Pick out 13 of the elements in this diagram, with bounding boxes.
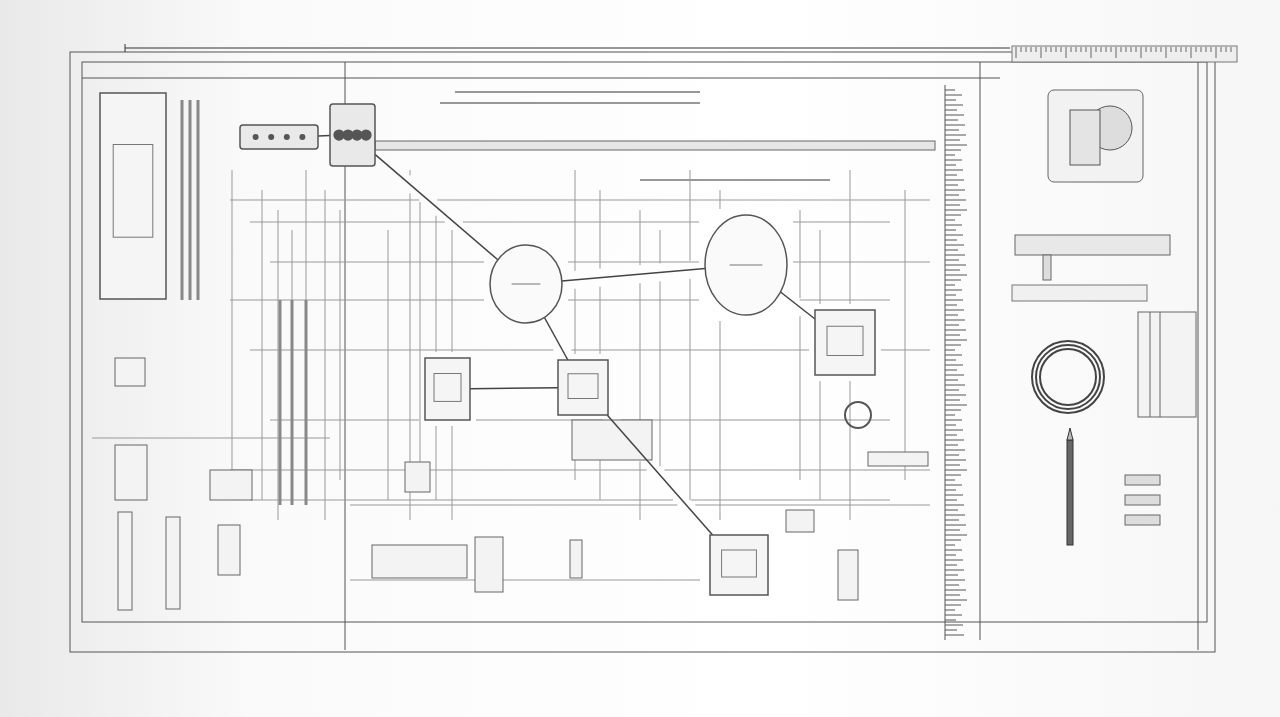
vessel-circle bbox=[705, 215, 787, 315]
terminal-block-drawing bbox=[240, 125, 318, 149]
valve-assembly-drawing bbox=[330, 104, 375, 166]
control-unit-box bbox=[815, 310, 875, 375]
pipe-connector bbox=[779, 291, 816, 320]
switch-box bbox=[710, 535, 768, 595]
junction-box bbox=[558, 360, 608, 415]
tank-circle bbox=[490, 245, 562, 323]
pipe-connector bbox=[606, 414, 714, 536]
pipe-connector bbox=[543, 316, 569, 361]
control-panel bbox=[100, 93, 166, 299]
relay-box bbox=[425, 358, 470, 420]
pipe-connector bbox=[561, 267, 706, 282]
